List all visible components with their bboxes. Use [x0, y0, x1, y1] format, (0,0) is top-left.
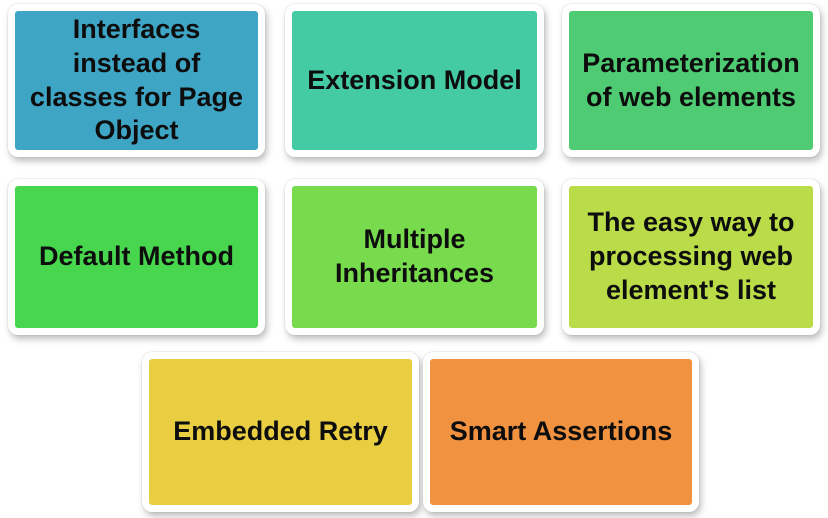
card-label-interfaces-instead-of-classes: Interfaces instead of classes for Page O…: [29, 14, 244, 146]
card-label-default-method: Default Method: [39, 241, 234, 272]
card-extension-model: Extension Model: [285, 4, 544, 157]
card-smart-assertions: Smart Assertions: [423, 352, 699, 512]
card-default-method: Default Method: [8, 179, 265, 335]
card-interfaces-instead-of-classes: Interfaces instead of classes for Page O…: [8, 4, 265, 157]
card-label-multiple-inheritances: Multiple Inheritances: [334, 224, 495, 288]
card-multiple-inheritances: Multiple Inheritances: [285, 179, 544, 335]
card-label-easy-way-processing-web-elements-list: The easy way to processing web element's…: [587, 207, 795, 305]
card-label-extension-model: Extension Model: [307, 64, 522, 95]
card-parameterization-of-web-elements: Parameterization of web elements: [562, 4, 820, 157]
card-label-parameterization-of-web-elements: Parameterization of web elements: [582, 47, 800, 112]
card-easy-way-processing-web-elements-list: The easy way to processing web element's…: [562, 179, 820, 335]
card-label-embedded-retry: Embedded Retry: [173, 416, 388, 447]
card-embedded-retry: Embedded Retry: [142, 352, 419, 512]
card-label-smart-assertions: Smart Assertions: [449, 416, 673, 447]
